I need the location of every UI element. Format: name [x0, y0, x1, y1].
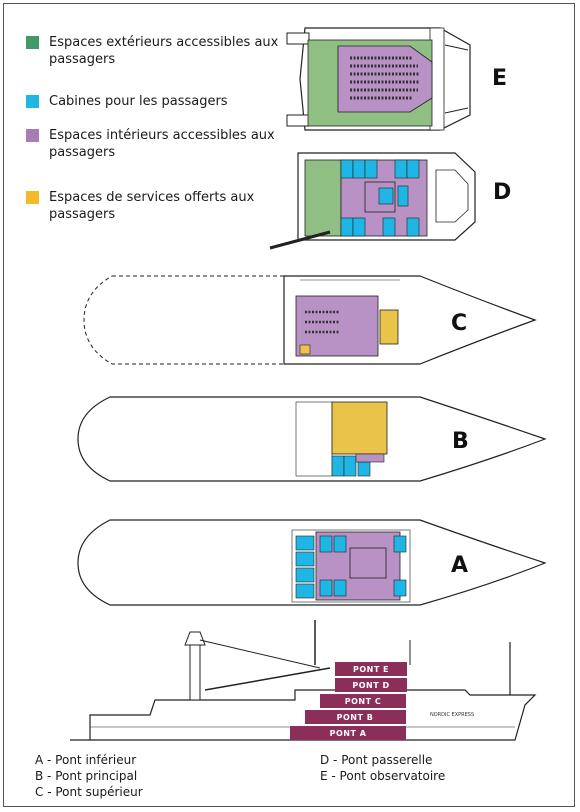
- legend-swatch-services: [26, 191, 39, 204]
- deck-key-right: D - Pont passerelle E - Pont observatoir…: [320, 752, 445, 784]
- ship-hull-name: NORDIC EXPRESS: [430, 712, 474, 718]
- legend-swatch-interior: [26, 129, 39, 142]
- deck-e-letter: E: [492, 66, 507, 91]
- pont-d-label: PONT D: [352, 681, 389, 690]
- deck-b-letter: B: [452, 429, 469, 454]
- pont-d-band: [335, 678, 407, 692]
- pont-a-label: PONT A: [330, 729, 367, 738]
- legend-label-services: Espaces de services offerts aux passager…: [49, 190, 255, 222]
- pont-e-band: [335, 662, 407, 676]
- deck-b-plan: B: [77, 396, 547, 482]
- deck-a-plan: A: [77, 519, 547, 606]
- pont-c-band: [320, 694, 406, 708]
- key-line-d: D - Pont passerelle: [320, 753, 433, 767]
- deck-a-letter: A: [451, 553, 468, 578]
- key-line-c: C - Pont supérieur: [35, 785, 143, 799]
- deck-c-letter: C: [451, 311, 467, 336]
- pont-a-band: [290, 726, 406, 740]
- deck-a-cabins: [295, 535, 407, 599]
- deck-b-cabins: [331, 455, 371, 477]
- key-line-a: A - Pont inférieur: [35, 753, 137, 767]
- legend-label-interior: Espaces intérieurs accessibles aux passa…: [49, 128, 275, 160]
- pont-c-label: PONT C: [345, 697, 381, 706]
- pont-e-label: PONT E: [353, 665, 389, 674]
- legend-label-outside: Espaces extérieurs accessibles aux passa…: [49, 35, 279, 67]
- figure-frame: [3, 3, 575, 807]
- deck-d-outside-area: [304, 159, 342, 237]
- deck-d-letter: D: [493, 180, 511, 205]
- legend-swatch-outside: [26, 36, 39, 49]
- deck-d-plan: D: [269, 152, 511, 250]
- deck-b-service-area: [331, 401, 388, 455]
- deck-key-left: A - Pont inférieur B - Pont principal C …: [35, 752, 143, 800]
- ship-profile: PONT E PONT D PONT C PONT B PONT A NORDI…: [70, 620, 537, 741]
- key-line-b: B - Pont principal: [35, 769, 138, 783]
- deck-e-interior-area: [337, 45, 433, 113]
- deck-d-cabins: [340, 159, 420, 237]
- pont-b-band: [305, 710, 406, 724]
- deck-c-plan: C: [83, 275, 537, 365]
- deck-e-plan: E: [286, 27, 507, 131]
- pont-b-label: PONT B: [337, 713, 374, 722]
- legend-label-cabins: Cabines pour les passagers: [49, 94, 228, 109]
- key-line-e: E - Pont observatoire: [320, 769, 446, 783]
- legend-swatch-cabins: [26, 95, 39, 108]
- deck-c-service-area: [379, 309, 399, 345]
